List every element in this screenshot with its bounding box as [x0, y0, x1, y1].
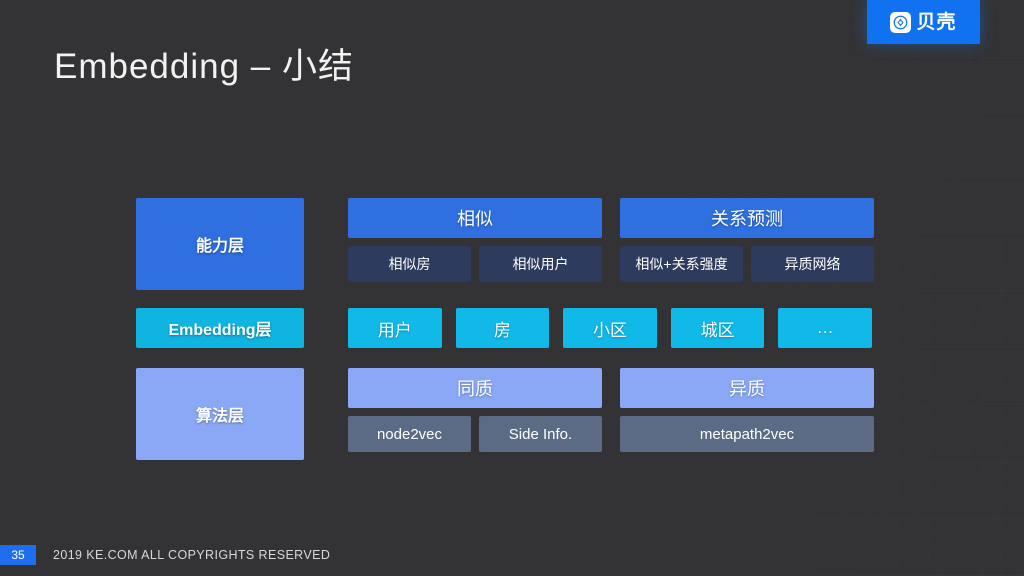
layer-diagram: 能力层 相似 相似房 相似用户 关系预测 相似+关系强度 异 [136, 198, 874, 460]
group-heterogeneous: 异质 metapath2vec [620, 368, 874, 452]
chip-similarity-plus-relation-strength[interactable]: 相似+关系强度 [620, 246, 743, 282]
diagram-row-algorithm: 算法层 同质 node2vec Side Info. 异质 metapath2v… [136, 368, 874, 460]
group-homogeneous: 同质 node2vec Side Info. [348, 368, 602, 452]
chip-similar-user[interactable]: 相似用户 [479, 246, 602, 282]
row-label-algorithm[interactable]: 算法层 [136, 368, 304, 460]
group-head-similarity[interactable]: 相似 [348, 198, 602, 238]
embedding-chips: 用户 房 小区 城区 … [348, 308, 872, 348]
chip-district[interactable]: 城区 [670, 308, 765, 348]
group-head-homogeneous[interactable]: 同质 [348, 368, 602, 408]
group-children-homogeneous: node2vec Side Info. [348, 416, 602, 452]
group-children-relation-prediction: 相似+关系强度 异质网络 [620, 246, 874, 282]
row-body-embedding: 用户 房 小区 城区 … [348, 308, 872, 348]
group-children-similarity: 相似房 相似用户 [348, 246, 602, 282]
group-head-relation-prediction[interactable]: 关系预测 [620, 198, 874, 238]
chip-community[interactable]: 小区 [563, 308, 657, 348]
brand-logo: 贝壳 [867, 0, 980, 44]
chip-more-ellipsis[interactable]: … [778, 308, 872, 348]
shell-logo-icon [890, 11, 912, 33]
diagram-row-capability: 能力层 相似 相似房 相似用户 关系预测 相似+关系强度 异 [136, 198, 874, 290]
page-title: Embedding – 小结 [54, 47, 354, 86]
row-body-capability: 相似 相似房 相似用户 关系预测 相似+关系强度 异质网络 [348, 198, 874, 290]
diagram-row-embedding: Embedding层 用户 房 小区 城区 … [136, 308, 872, 348]
brand-logo-text: 贝壳 [916, 11, 957, 33]
group-children-heterogeneous: metapath2vec [620, 416, 874, 452]
group-similarity: 相似 相似房 相似用户 [348, 198, 602, 282]
capability-groups: 相似 相似房 相似用户 关系预测 相似+关系强度 异质网络 [348, 198, 874, 282]
chip-heterogeneous-network[interactable]: 异质网络 [751, 246, 874, 282]
slide-footer: 35 2019 KE.COM ALL COPYRIGHTS RESERVED [0, 544, 330, 566]
page-number-badge: 35 [0, 545, 36, 565]
chip-metapath2vec[interactable]: metapath2vec [620, 416, 874, 452]
chip-house[interactable]: 房 [455, 308, 550, 348]
row-label-capability[interactable]: 能力层 [136, 198, 304, 290]
row-label-embedding[interactable]: Embedding层 [136, 308, 304, 348]
chip-side-info[interactable]: Side Info. [479, 416, 602, 452]
group-head-heterogeneous[interactable]: 异质 [620, 368, 874, 408]
row-body-algorithm: 同质 node2vec Side Info. 异质 metapath2vec [348, 368, 874, 460]
algorithm-groups: 同质 node2vec Side Info. 异质 metapath2vec [348, 368, 874, 452]
chip-similar-house[interactable]: 相似房 [348, 246, 471, 282]
chip-user[interactable]: 用户 [348, 308, 442, 348]
copyright-text: 2019 KE.COM ALL COPYRIGHTS RESERVED [53, 548, 331, 562]
chip-node2vec[interactable]: node2vec [348, 416, 471, 452]
group-relation-prediction: 关系预测 相似+关系强度 异质网络 [620, 198, 874, 282]
